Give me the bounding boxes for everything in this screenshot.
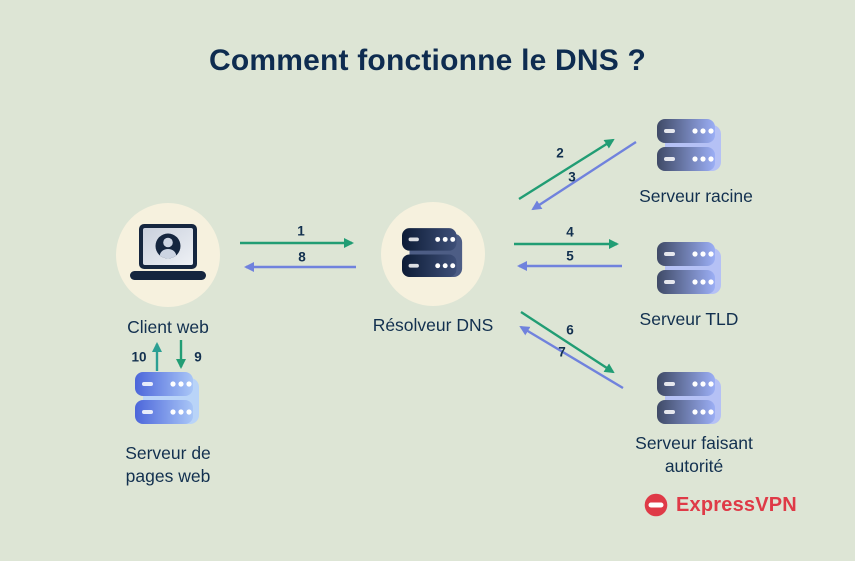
step-number-6: 6 <box>566 322 574 338</box>
resolver-label: Résolveur DNS <box>372 315 494 335</box>
step-number-10: 10 <box>131 349 147 365</box>
root-server-label: Serveur racine <box>639 186 753 206</box>
tld-server-label: Serveur TLD <box>639 309 739 329</box>
step-number-8: 8 <box>298 249 306 265</box>
step-number-7: 7 <box>558 344 566 360</box>
authoritative-server-label: Serveur faisant autorité <box>635 433 753 477</box>
authoritative-server-icon <box>657 372 723 426</box>
root-server-icon <box>657 119 723 173</box>
laptop-user-icon <box>128 224 208 286</box>
expressvpn-logo: ExpressVPN <box>643 492 797 518</box>
resolver-server-icon <box>402 228 464 279</box>
step-number-1: 1 <box>297 223 305 239</box>
web-server-icon <box>135 372 201 426</box>
expressvpn-icon <box>643 492 669 518</box>
client-label: Client web <box>127 317 209 337</box>
tld-server-icon <box>657 242 723 296</box>
step-number-2: 2 <box>556 145 564 161</box>
diagram-title: Comment fonctionne le DNS ? <box>208 44 647 77</box>
step-number-5: 5 <box>566 248 574 264</box>
web-server-label: Serveur de pages web <box>125 443 211 487</box>
expressvpn-wordmark: ExpressVPN <box>676 493 797 516</box>
step-number-9: 9 <box>194 349 202 365</box>
step-number-3: 3 <box>568 169 576 185</box>
step-number-4: 4 <box>566 224 574 240</box>
